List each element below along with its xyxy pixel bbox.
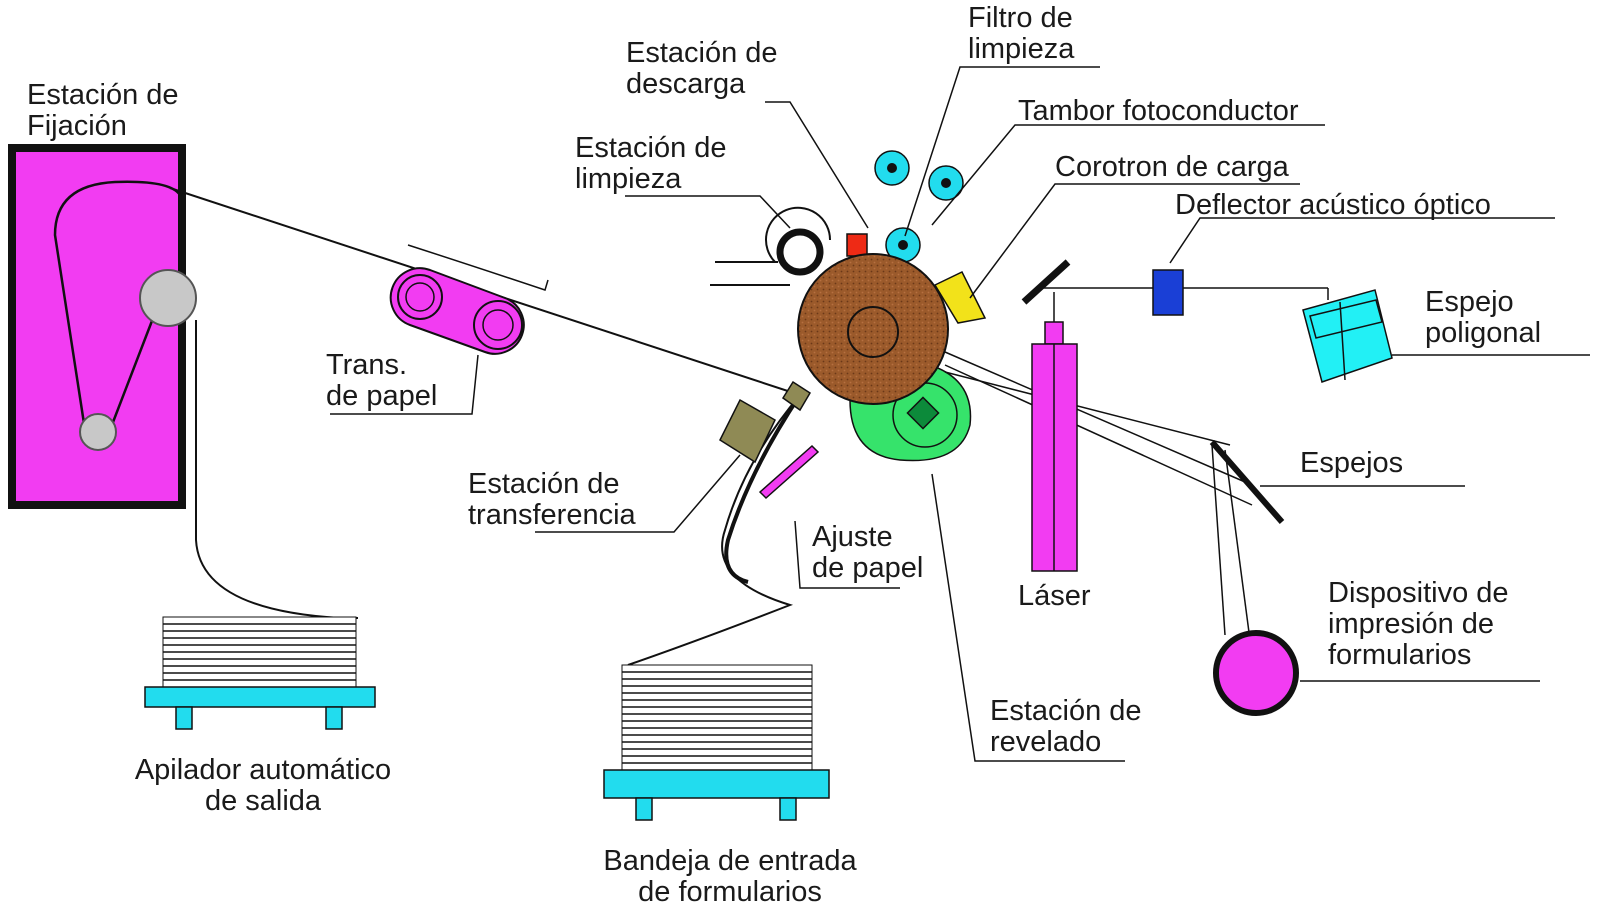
photoconductor-drum <box>797 253 949 405</box>
discharge-station-block <box>846 233 868 257</box>
output-stacker <box>144 616 376 730</box>
paper-transport <box>389 267 525 355</box>
label-corotron-carga: Corotron de carga <box>1055 151 1289 183</box>
label-espejos: Espejos <box>1300 447 1404 479</box>
transfer-station <box>719 380 820 584</box>
label-laser: Láser <box>1018 580 1091 612</box>
fuser-station <box>8 144 197 509</box>
developer-station <box>849 363 972 462</box>
charge-corotron <box>933 271 987 324</box>
label-tambor-fotoconductor: Tambor fotoconductor <box>1018 95 1299 127</box>
label-bandeja-entrada: Bandeja de entrada de formularios <box>603 845 857 908</box>
label-ajuste-papel: Ajuste de papel <box>812 521 924 584</box>
laser-beams <box>944 287 1329 641</box>
polygon-mirror <box>1302 289 1393 383</box>
acousto-optic-deflector <box>1152 269 1184 316</box>
label-apilador-salida: Apilador automático de salida <box>134 754 392 817</box>
label-dispositivo-impresion: Dispositivo de impresión de formularios <box>1328 577 1509 671</box>
label-estacion-transferencia: Estación de transferencia <box>468 468 636 531</box>
cleaning-station <box>710 206 832 286</box>
input-tray <box>603 664 830 821</box>
label-trans-papel: Trans. de papel <box>326 349 438 412</box>
label-espejo-poligonal: Espejo poligonal <box>1425 286 1542 349</box>
laser-mirror <box>1021 259 1071 305</box>
paper-path <box>169 187 801 666</box>
laser-unit <box>1031 292 1078 572</box>
label-estacion-revelado: Estación de revelado <box>990 695 1142 758</box>
label-estacion-fijacion: Estación de Fijación <box>27 79 179 142</box>
cleaning-filter-rollers <box>874 150 964 263</box>
form-printing-device <box>1213 630 1299 716</box>
label-filtro-limpieza: Filtro de limpieza <box>968 2 1075 65</box>
label-estacion-limpieza: Estación de limpieza <box>575 132 727 195</box>
leader-lines <box>330 66 1590 762</box>
label-estacion-descarga: Estación de descarga <box>626 37 778 100</box>
mirror <box>1209 440 1285 524</box>
label-deflector-acustico: Deflector acústico óptico <box>1175 189 1491 221</box>
